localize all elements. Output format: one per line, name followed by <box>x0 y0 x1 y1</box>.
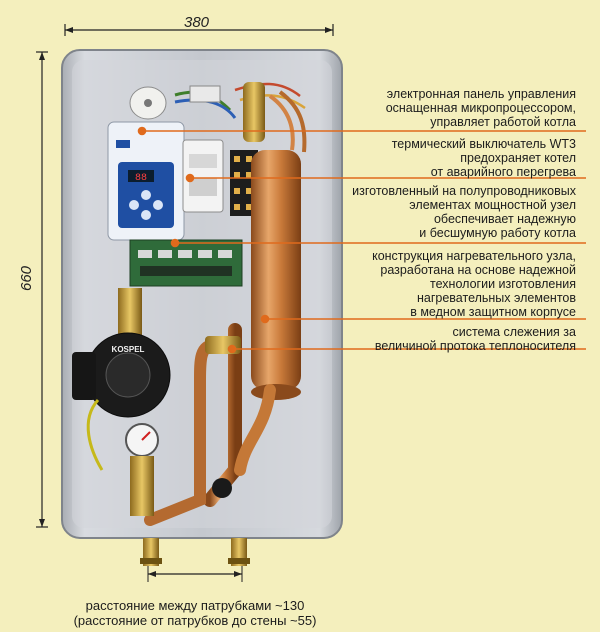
wire-red <box>234 82 301 97</box>
callout-dot-flow-sensor <box>227 344 237 354</box>
spacing-arrow-right <box>234 571 242 577</box>
gauge-needle <box>141 431 151 441</box>
callout-flow-sensor: система слежения за величиной протока те… <box>374 325 576 353</box>
display-reading: 88 <box>135 173 147 184</box>
pump-rotor-cap <box>105 352 151 398</box>
callout-control-panel: электронная панель управления оснащенная… <box>385 87 576 129</box>
drain-valve <box>212 478 232 498</box>
width-dimension-label: 380 <box>184 14 210 31</box>
pipe-heater-outlet <box>234 384 276 476</box>
height-arrow-bottom <box>39 519 45 527</box>
callout-dot-power-unit <box>170 238 180 248</box>
thermal-switch-terminals <box>189 178 217 196</box>
gauge-fitting <box>130 456 154 516</box>
keypad-button-down <box>141 210 151 220</box>
wire-blue <box>174 98 237 119</box>
power-board <box>129 239 243 287</box>
caption-line-2: (расстояние от патрубков до стены ~55) <box>73 613 317 628</box>
caption-line-1: расстояние между патрубками ~130 <box>85 598 305 613</box>
callout-heater: конструкция нагревательного узла, разраб… <box>372 249 576 319</box>
callout-dot-control-panel <box>137 126 147 136</box>
callout-thermal-switch: термический выключатель WT3 предохраняет… <box>391 137 576 179</box>
kospel-logo-mark <box>116 140 130 148</box>
width-arrow-right <box>325 27 333 33</box>
keypad-button-right <box>153 200 163 210</box>
height-arrow-top <box>39 52 45 60</box>
heater-lead-1 <box>268 94 295 151</box>
ground-wire <box>86 398 104 471</box>
heater-bottom-cap <box>251 384 301 400</box>
heater-lead-2 <box>278 90 307 153</box>
callout-dot-heater <box>260 314 270 324</box>
mounting-screw <box>144 99 152 107</box>
spacing-arrow-left <box>148 571 156 577</box>
connector-right-nut <box>228 558 250 564</box>
panel-display <box>128 170 154 182</box>
air-vent-valve <box>243 82 265 142</box>
callout-power-unit: изготовленный на полупроводниковых элеме… <box>352 184 576 240</box>
keypad-button-left <box>129 200 139 210</box>
pump-brand-label: KOSPEL <box>112 345 145 354</box>
power-board-heatsink <box>140 266 232 276</box>
thermal-switch-lever <box>189 154 217 168</box>
terminal-block-top <box>189 85 221 103</box>
pump-terminal-box <box>72 352 96 400</box>
callout-dot-thermal-switch <box>185 173 195 183</box>
height-dimension-label: 660 <box>18 265 36 292</box>
copper-heater-body <box>251 150 301 390</box>
connector-left-nut <box>140 558 162 564</box>
width-arrow-left <box>65 27 73 33</box>
pump-inlet-fitting <box>118 288 142 340</box>
keypad-button-up <box>141 190 151 200</box>
connector-distance-caption: расстояние между патрубками ~130 (рассто… <box>0 598 390 628</box>
